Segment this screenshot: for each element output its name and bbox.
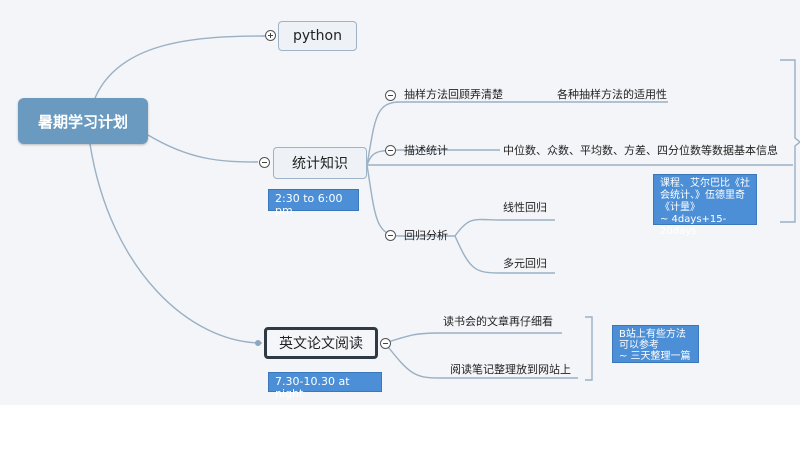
english-reference-note[interactable]: B站上有些方法 可以参考 ~ 三天整理一篇 xyxy=(612,325,699,363)
sub-notes-upload[interactable]: 阅读笔记整理放到网站上 xyxy=(450,363,571,376)
sub-sampling-child[interactable]: 各种抽样方法的适用性 xyxy=(557,88,667,101)
english-note-line-2: 可以参考 xyxy=(619,340,659,351)
topic-stats-label: 统计知识 xyxy=(292,156,348,172)
connector-lines xyxy=(89,35,800,381)
topic-python-label: python xyxy=(293,28,342,44)
stats-note-line-2: 会统计、》伍德里奇 xyxy=(660,190,745,201)
sub-regression[interactable]: 回归分析 xyxy=(404,229,448,242)
sub-reading-club[interactable]: 读书会的文章再仔细看 xyxy=(443,315,553,328)
stats-note-line-3: 《计量》 xyxy=(660,202,700,213)
collapse-stats-icon[interactable] xyxy=(259,157,270,168)
collapse-regression-icon[interactable] xyxy=(385,230,396,241)
sub-descriptive[interactable]: 描述统计 xyxy=(404,144,448,157)
english-time-note[interactable]: 7.30-10.30 at night xyxy=(268,372,382,400)
sub-descriptive-child[interactable]: 中位数、众数、平均数、方差、四分位数等数据基本信息 xyxy=(503,144,778,157)
stats-note-line-4: ~ 4days+15-20days xyxy=(660,214,727,237)
english-note-line-3: ~ 三天整理一篇 xyxy=(619,351,691,362)
topic-stats[interactable]: 统计知识 xyxy=(273,147,367,179)
collapse-sampling-icon[interactable] xyxy=(385,90,396,101)
stats-note-line-1: 课程、艾尔巴比《社 xyxy=(660,178,750,189)
topic-python[interactable]: python xyxy=(278,21,357,51)
english-note-line-1: B站上有些方法 xyxy=(619,329,686,340)
collapse-descriptive-icon[interactable] xyxy=(385,145,396,156)
topic-english-label: 英文论文阅读 xyxy=(279,336,363,352)
topic-english-reading[interactable]: 英文论文阅读 xyxy=(264,327,378,359)
mindmap-canvas[interactable]: 暑期学习计划 python 统计知识 2:30 to 6:00 pm 抽样方法回… xyxy=(0,0,800,405)
root-node[interactable]: 暑期学习计划 xyxy=(18,98,148,144)
sub-sampling[interactable]: 抽样方法回顾弄清楚 xyxy=(404,88,503,101)
sub-regression-multiple[interactable]: 多元回归 xyxy=(503,257,547,270)
sub-regression-linear[interactable]: 线性回归 xyxy=(503,201,547,214)
stats-time-note[interactable]: 2:30 to 6:00 pm xyxy=(268,189,359,217)
stats-time-label: 2:30 to 6:00 pm xyxy=(275,192,343,217)
collapse-english-icon[interactable] xyxy=(380,338,391,349)
english-time-label: 7.30-10.30 at night xyxy=(275,375,350,400)
stats-reference-note[interactable]: 课程、艾尔巴比《社 会统计、》伍德里奇 《计量》 ~ 4days+15-20da… xyxy=(653,174,757,237)
expand-python-icon[interactable] xyxy=(265,30,276,41)
root-label: 暑期学习计划 xyxy=(37,112,128,131)
